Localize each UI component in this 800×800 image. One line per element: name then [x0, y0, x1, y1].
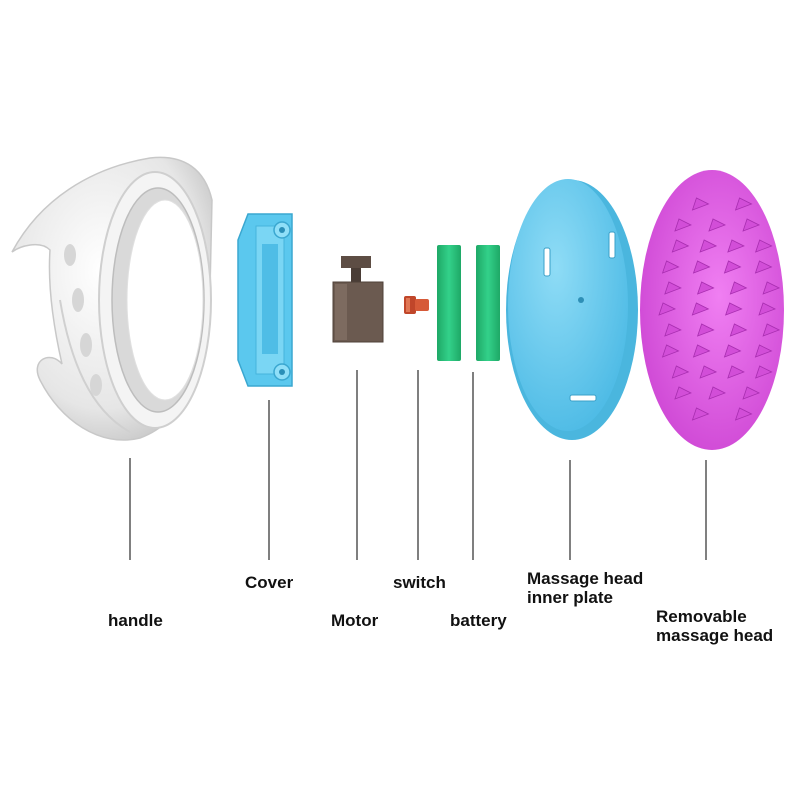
- spike: [664, 323, 682, 337]
- spike: [755, 365, 773, 379]
- handle-part: [11, 156, 213, 441]
- switch-label: switch: [393, 573, 446, 592]
- spike: [723, 344, 742, 358]
- motor-part: [332, 256, 384, 343]
- spike: [725, 302, 743, 316]
- spike: [754, 260, 773, 274]
- spike: [708, 218, 726, 232]
- cover-part: [237, 213, 293, 387]
- spike: [742, 218, 761, 232]
- cover-label: Cover: [245, 573, 294, 592]
- spike: [696, 323, 715, 337]
- spike: [671, 239, 690, 253]
- spike: [661, 260, 680, 274]
- spike: [742, 386, 761, 400]
- battery-label: battery: [450, 611, 507, 630]
- spike: [699, 365, 718, 379]
- removable-head-label-line2: massage head: [656, 626, 774, 645]
- handle-label: handle: [108, 611, 163, 630]
- spike: [762, 323, 781, 337]
- spike: [691, 302, 710, 316]
- inner-plate-label-line1: Massage head: [527, 569, 644, 588]
- spike: [727, 365, 745, 379]
- inner-plate-label-line2: inner plate: [527, 588, 613, 607]
- spike: [658, 302, 676, 316]
- spike: [674, 218, 692, 232]
- spike: [734, 407, 753, 421]
- spike: [723, 260, 742, 274]
- spike: [708, 386, 726, 400]
- massage-spikes: [658, 197, 781, 421]
- spike: [691, 197, 710, 211]
- spike: [729, 281, 748, 295]
- spike: [729, 323, 748, 337]
- spike: [758, 302, 776, 316]
- spike: [664, 281, 682, 295]
- spike: [671, 365, 690, 379]
- massage-head-part: [640, 170, 784, 450]
- spike: [692, 344, 711, 358]
- spike: [691, 407, 710, 421]
- spike: [755, 239, 773, 253]
- spike: [727, 239, 745, 253]
- spike: [692, 260, 711, 274]
- spike: [754, 344, 773, 358]
- battery-part: [437, 245, 500, 361]
- switch-part: [404, 296, 429, 314]
- spike: [661, 344, 680, 358]
- motor-label: Motor: [331, 611, 379, 630]
- spike: [699, 239, 718, 253]
- spike: [696, 281, 715, 295]
- removable-head-label-line1: Removable: [656, 607, 747, 626]
- leader-lines: [129, 370, 707, 560]
- inner-plate-part: [506, 179, 638, 440]
- spike: [734, 197, 753, 211]
- spike: [674, 386, 692, 400]
- spike: [762, 281, 781, 295]
